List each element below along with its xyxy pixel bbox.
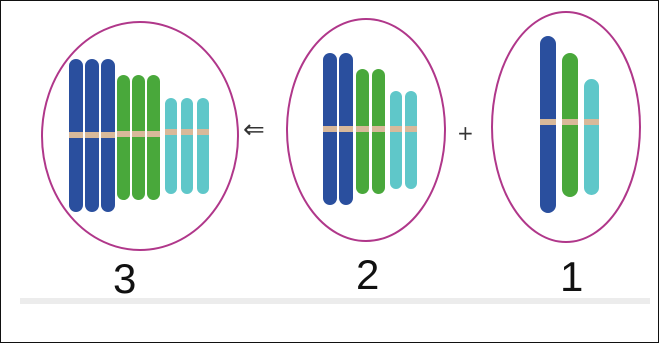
centromere (372, 126, 385, 132)
chromosome-green (147, 75, 160, 200)
centromere (356, 126, 369, 132)
left-arrow-icon: ⇐ (243, 115, 265, 145)
centromere (117, 131, 130, 137)
centromere (405, 126, 417, 132)
group-1-label: 1 (560, 253, 584, 300)
chromosome-green (117, 75, 130, 200)
centromere (390, 126, 402, 132)
centromere (197, 129, 209, 135)
chromosome-cyan (165, 98, 177, 194)
group-2-ellipse (286, 18, 446, 242)
centromere (181, 129, 193, 135)
centromere (562, 119, 578, 125)
centromere (85, 132, 99, 138)
chromosome-cyan (181, 98, 193, 194)
centromere (323, 126, 337, 132)
centromere (101, 132, 115, 138)
chromosome-cyan (390, 91, 402, 189)
centromere (132, 131, 145, 137)
centromere (147, 131, 160, 137)
group-1 (491, 11, 641, 243)
centromere (165, 129, 177, 135)
centromere (540, 119, 556, 125)
plus-sign: + (457, 121, 474, 145)
group-3-chromosomes (69, 59, 209, 212)
centromere (69, 132, 83, 138)
group-2 (286, 18, 446, 242)
group-3-ellipse (41, 21, 239, 251)
group-3 (41, 21, 239, 251)
chromosome-cyan (197, 98, 209, 194)
group-2-chromosomes (323, 53, 417, 205)
centromere (584, 119, 599, 125)
chromosome-cyan (405, 91, 417, 189)
centromere (339, 126, 353, 132)
bottom-strip (20, 298, 650, 304)
group-1-ellipse (491, 11, 641, 243)
group-3-label: 3 (113, 255, 137, 302)
chromosome-green (132, 75, 145, 200)
chromosome-cyan (584, 79, 599, 195)
group-1-chromosomes (540, 36, 599, 213)
group-2-label: 2 (356, 251, 380, 298)
